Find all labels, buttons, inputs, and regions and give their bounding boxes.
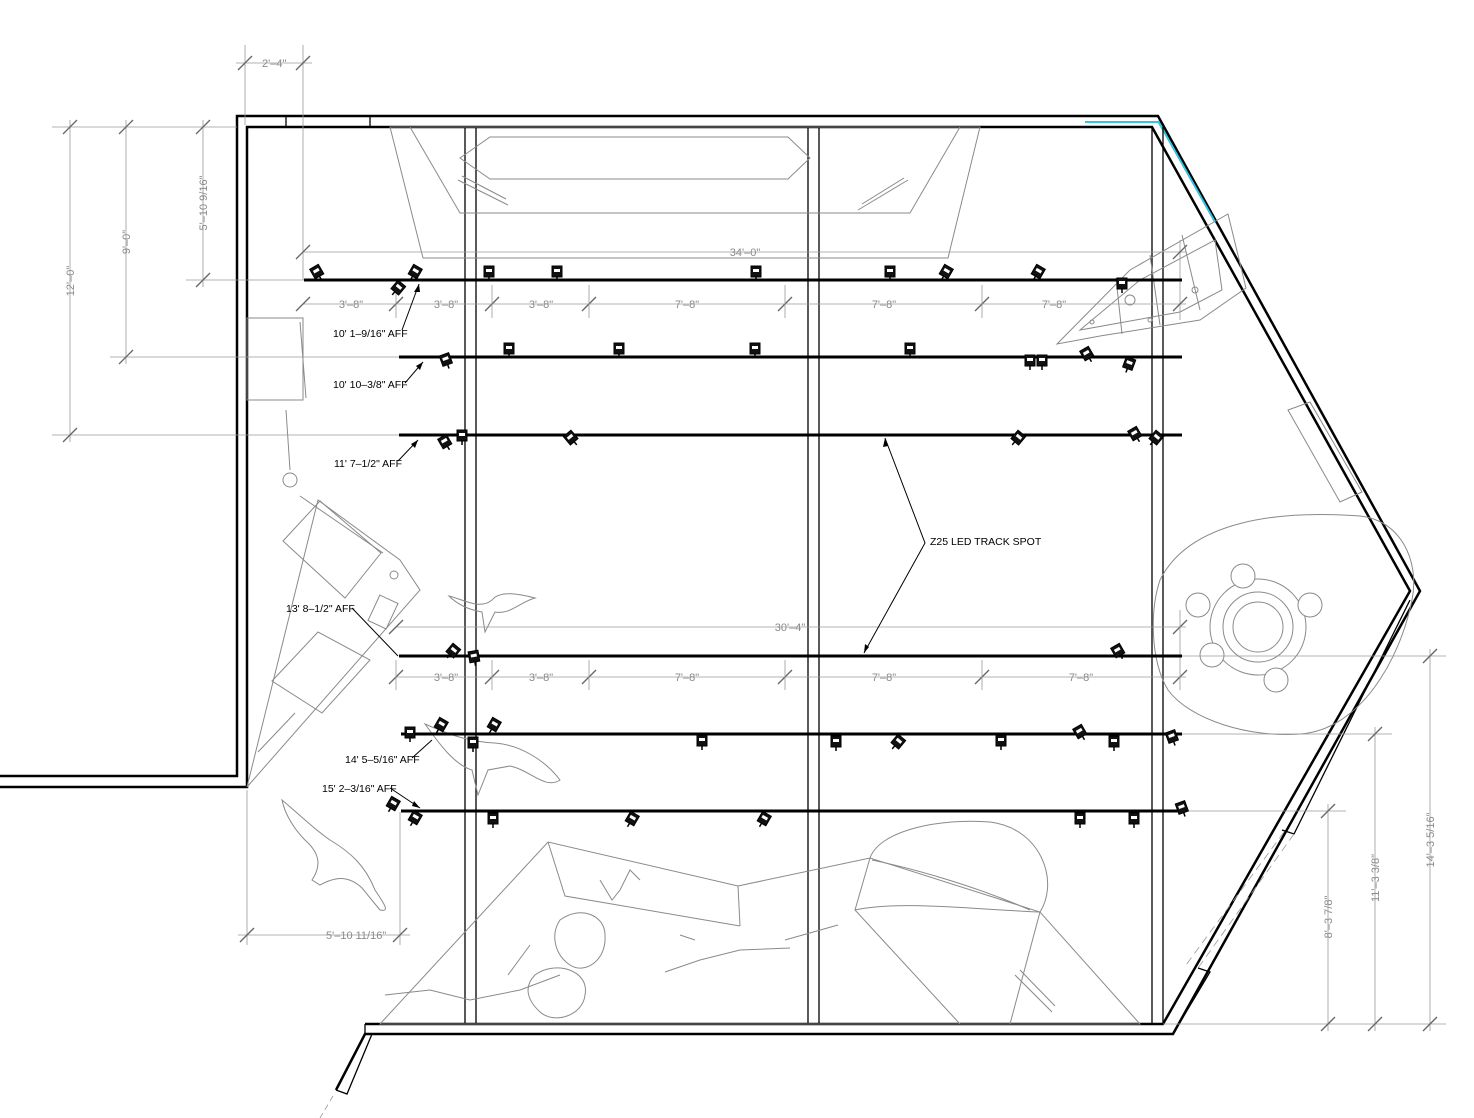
dimension-text: 2'–4" 34'–0" 30'–4" 5'–10 11/16" 12'–0" …	[65, 58, 1437, 942]
mid-spacing-3: 7'–8"	[675, 672, 699, 684]
track-spot-30	[433, 716, 450, 734]
right-dim-8: 8'–3 7/8"	[1323, 896, 1335, 939]
track-label-4: 13' 8–1/2" AFF	[286, 603, 355, 615]
track-spot-7	[884, 265, 896, 281]
track-spot-8	[938, 263, 955, 281]
track-spot-25	[1148, 429, 1165, 446]
track-spot-20	[436, 433, 453, 451]
track-label-2: 10' 10–3/8" AFF	[333, 379, 408, 391]
track-spot-5	[551, 265, 563, 281]
dim-overall-mid: 30'–4"	[775, 622, 806, 634]
track-spot-12	[503, 342, 515, 358]
track-spot-24	[1126, 425, 1143, 443]
track-spot-22	[562, 429, 579, 446]
spot-callout: Z25 LED TRACK SPOT	[863, 437, 1042, 654]
track-spot-10	[1116, 277, 1128, 293]
track-spot-19	[1121, 356, 1137, 373]
track-spot-46	[1128, 812, 1140, 828]
dim-bottom-left: 5'–10 11/16"	[326, 930, 386, 942]
track-spot-39	[1164, 729, 1180, 746]
top-spacing-6: 7'–8"	[1042, 299, 1066, 311]
track-spot-40	[385, 795, 402, 813]
lighting-tracks	[304, 278, 1182, 813]
track-spot-3	[390, 279, 407, 296]
track-spot-11	[438, 352, 454, 369]
right-dim-11: 11'–3 3/8"	[1370, 854, 1382, 902]
track-spot-1	[308, 263, 325, 281]
track-spot-47	[1174, 800, 1190, 817]
track-spots	[308, 263, 1190, 828]
track-spot-4	[483, 265, 495, 281]
track-spot-15	[904, 342, 916, 358]
left-dim-5: 5'–10 9/16"	[198, 175, 210, 230]
track-spot-31	[486, 716, 503, 734]
track-spot-18	[1078, 345, 1095, 363]
track-label-5: 14' 5–5/16" AFF	[345, 754, 420, 766]
room-walls	[0, 114, 1422, 1118]
exhibit-fixtures	[246, 126, 1415, 1025]
callout-text: Z25 LED TRACK SPOT	[930, 536, 1042, 548]
top-spacing-5: 7'–8"	[872, 299, 896, 311]
track-spot-38	[1108, 735, 1120, 751]
track-label-6: 15' 2–3/16" AFF	[322, 783, 397, 795]
track-spot-26	[445, 642, 462, 659]
track-spot-23	[1010, 429, 1027, 446]
track-label-1: 10' 1–9/16" AFF	[333, 328, 408, 340]
track-spot-34	[830, 735, 842, 751]
right-dim-14: 14'–3 5/16"	[1425, 812, 1437, 867]
left-dim-12: 12'–0"	[65, 266, 77, 297]
track-spot-42	[487, 812, 499, 828]
track-height-labels: 10' 1–9/16" AFF 10' 10–3/8" AFF 11' 7–1/…	[286, 283, 433, 809]
track-spot-32	[467, 736, 479, 752]
track-spot-37	[1071, 723, 1088, 741]
track-spot-2	[407, 263, 424, 281]
track-spot-44	[756, 810, 773, 828]
track-spot-36	[995, 734, 1007, 750]
track-spot-21	[456, 429, 468, 445]
mid-spacing-2: 3'–8"	[529, 672, 553, 684]
track-spot-43	[624, 810, 641, 828]
track-spot-41	[407, 809, 424, 827]
track-spot-29	[404, 726, 416, 742]
left-dim-9: 9'–0"	[121, 230, 133, 254]
structural-columns	[464, 127, 1164, 1024]
dimension-lines	[52, 45, 1446, 1032]
top-spacing-1: 3'–8"	[339, 299, 363, 311]
track-spot-17	[1036, 354, 1048, 370]
track-spot-28	[1109, 642, 1126, 660]
track-spot-14	[749, 342, 761, 358]
track-spot-45	[1074, 812, 1086, 828]
mid-spacing-1: 3'–8"	[434, 672, 458, 684]
dim-overall-top: 34'–0"	[730, 247, 761, 259]
track-spot-13	[613, 342, 625, 358]
top-spacing-2: 3'–8"	[434, 299, 458, 311]
track-spot-9	[1030, 263, 1047, 281]
top-spacing-4: 7'–8"	[675, 299, 699, 311]
dim-top-left-offset: 2'–4"	[262, 58, 286, 70]
top-spacing-3: 3'–8"	[529, 299, 553, 311]
track-spot-27	[467, 649, 481, 666]
mid-spacing-4: 7'–8"	[872, 672, 896, 684]
track-label-3: 11' 7–1/2" AFF	[334, 458, 402, 470]
track-spot-16	[1024, 354, 1036, 370]
mid-spacing-5: 7'–8"	[1069, 672, 1093, 684]
track-spot-33	[696, 734, 708, 750]
track-spot-35	[890, 733, 907, 750]
track-spot-6	[750, 265, 762, 281]
